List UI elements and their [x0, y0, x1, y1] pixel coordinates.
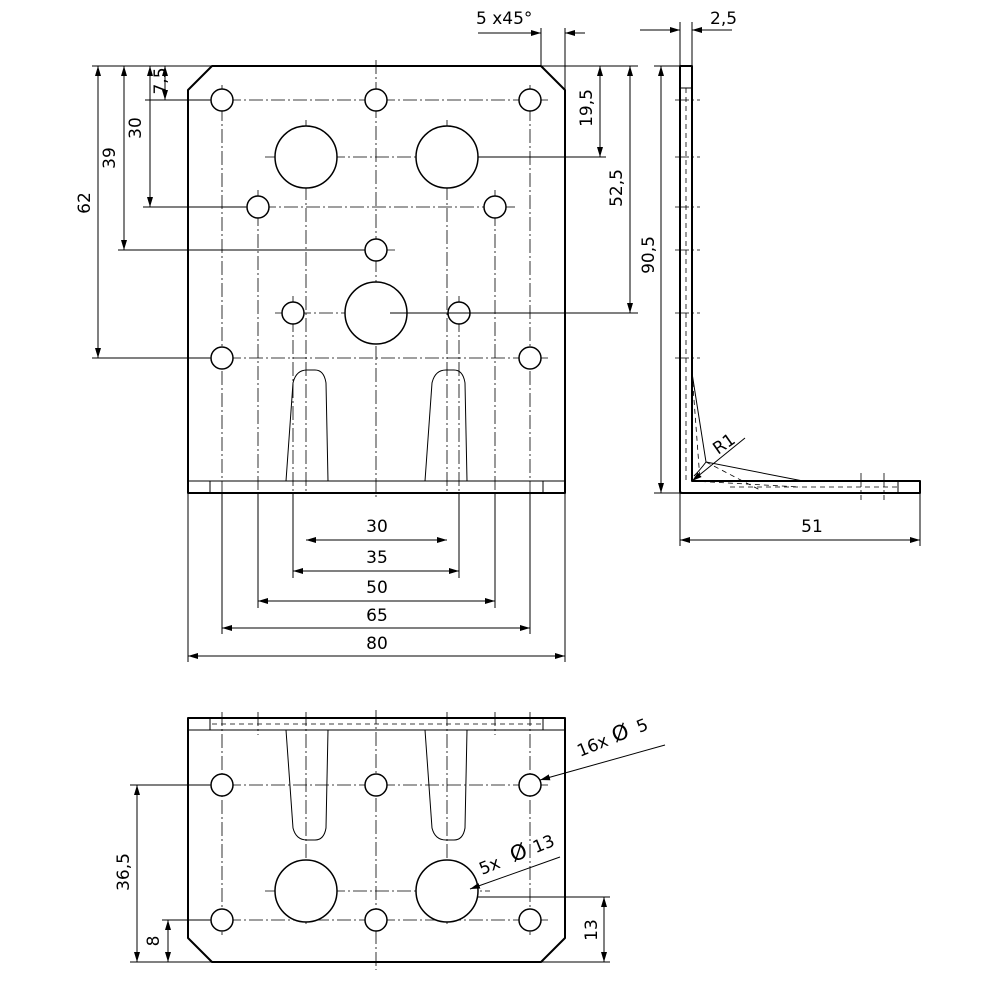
radius-callout: R1	[691, 430, 746, 482]
small-holes-count: 16x	[574, 731, 611, 761]
rib-slot-right	[424, 369, 468, 482]
hole-small	[281, 301, 305, 325]
hole-small	[210, 773, 234, 797]
bottom-rib-slot-right	[424, 729, 468, 841]
front-plate-outline	[187, 65, 566, 494]
hole-small	[210, 908, 234, 932]
hole-small	[518, 773, 542, 797]
bottom-rib-slot-left	[285, 729, 329, 841]
front-left-dimensions: 7,5 30 39 62	[75, 65, 365, 359]
hole-small	[210, 346, 234, 370]
large-holes-diameter: 13	[530, 831, 558, 858]
dim-19-5: 19,5	[577, 89, 597, 127]
large-holes-count: 5x	[476, 853, 503, 879]
hole-small	[246, 195, 270, 219]
dim-30: 30	[366, 517, 388, 537]
dim-80: 80	[366, 634, 388, 654]
diameter-icon: Ø	[608, 719, 632, 747]
side-view: 2,5 90,5 R1 51	[639, 9, 921, 546]
side-rib-hidden	[691, 372, 801, 491]
dim-13: 13	[582, 919, 602, 941]
side-rib	[691, 372, 804, 482]
side-profile-outline	[679, 65, 921, 494]
dim-35: 35	[366, 548, 388, 568]
side-hidden-holes	[675, 88, 898, 500]
dim-36-5: 36,5	[114, 853, 134, 891]
front-center-lines	[205, 60, 548, 500]
small-holes-diameter: 5	[634, 715, 652, 738]
front-view: 30 35 50 65 80 7,5 30 39 62	[75, 9, 638, 662]
dim-30-vertical: 30	[126, 117, 146, 139]
hole-large	[415, 859, 479, 923]
dim-radius: R1	[709, 430, 739, 459]
hole-small	[518, 88, 542, 112]
hole-large	[274, 125, 338, 189]
rib-slot-left	[285, 369, 329, 482]
dim-width: 51	[801, 517, 823, 537]
bottom-left-dimensions: 36,5 8	[114, 784, 212, 963]
hole-small	[483, 195, 507, 219]
hole-small	[364, 908, 388, 932]
front-holes	[210, 88, 542, 370]
dim-thickness: 2,5	[710, 9, 737, 29]
dim-39: 39	[100, 147, 120, 169]
width-dimension: 51	[679, 493, 921, 546]
dim-50: 50	[366, 578, 388, 598]
hole-small	[364, 773, 388, 797]
diameter-icon: Ø	[506, 838, 530, 866]
hole-small	[364, 88, 388, 112]
hole-small	[364, 238, 388, 262]
hole-small	[518, 346, 542, 370]
dim-8: 8	[144, 936, 164, 947]
chamfer-dimension: 5 x45°	[476, 9, 585, 90]
bottom-right-dimension: 13	[478, 896, 610, 963]
height-dimension: 90,5	[639, 65, 680, 494]
small-holes-callout: 16x Ø 5	[539, 715, 666, 781]
front-bottom-dimensions: 30 35 50 65 80	[187, 493, 566, 662]
dim-65: 65	[366, 606, 388, 626]
large-holes-callout: 5x Ø 13	[469, 831, 561, 890]
bottom-view: 36,5 8 13 16x Ø 5 5x Ø 13	[114, 710, 666, 970]
bottom-holes	[210, 773, 542, 932]
hole-large	[415, 125, 479, 189]
dim-chamfer: 5 x45°	[476, 9, 532, 29]
thickness-dimension: 2,5	[640, 9, 737, 66]
front-right-dimensions: 19,5 52,5	[390, 65, 638, 314]
dim-52-5: 52,5	[607, 169, 627, 207]
dim-62: 62	[75, 192, 95, 214]
dim-height: 90,5	[639, 236, 659, 274]
hole-large	[274, 859, 338, 923]
hole-small	[518, 908, 542, 932]
hole-small	[210, 88, 234, 112]
dim-7-5: 7,5	[151, 67, 171, 94]
